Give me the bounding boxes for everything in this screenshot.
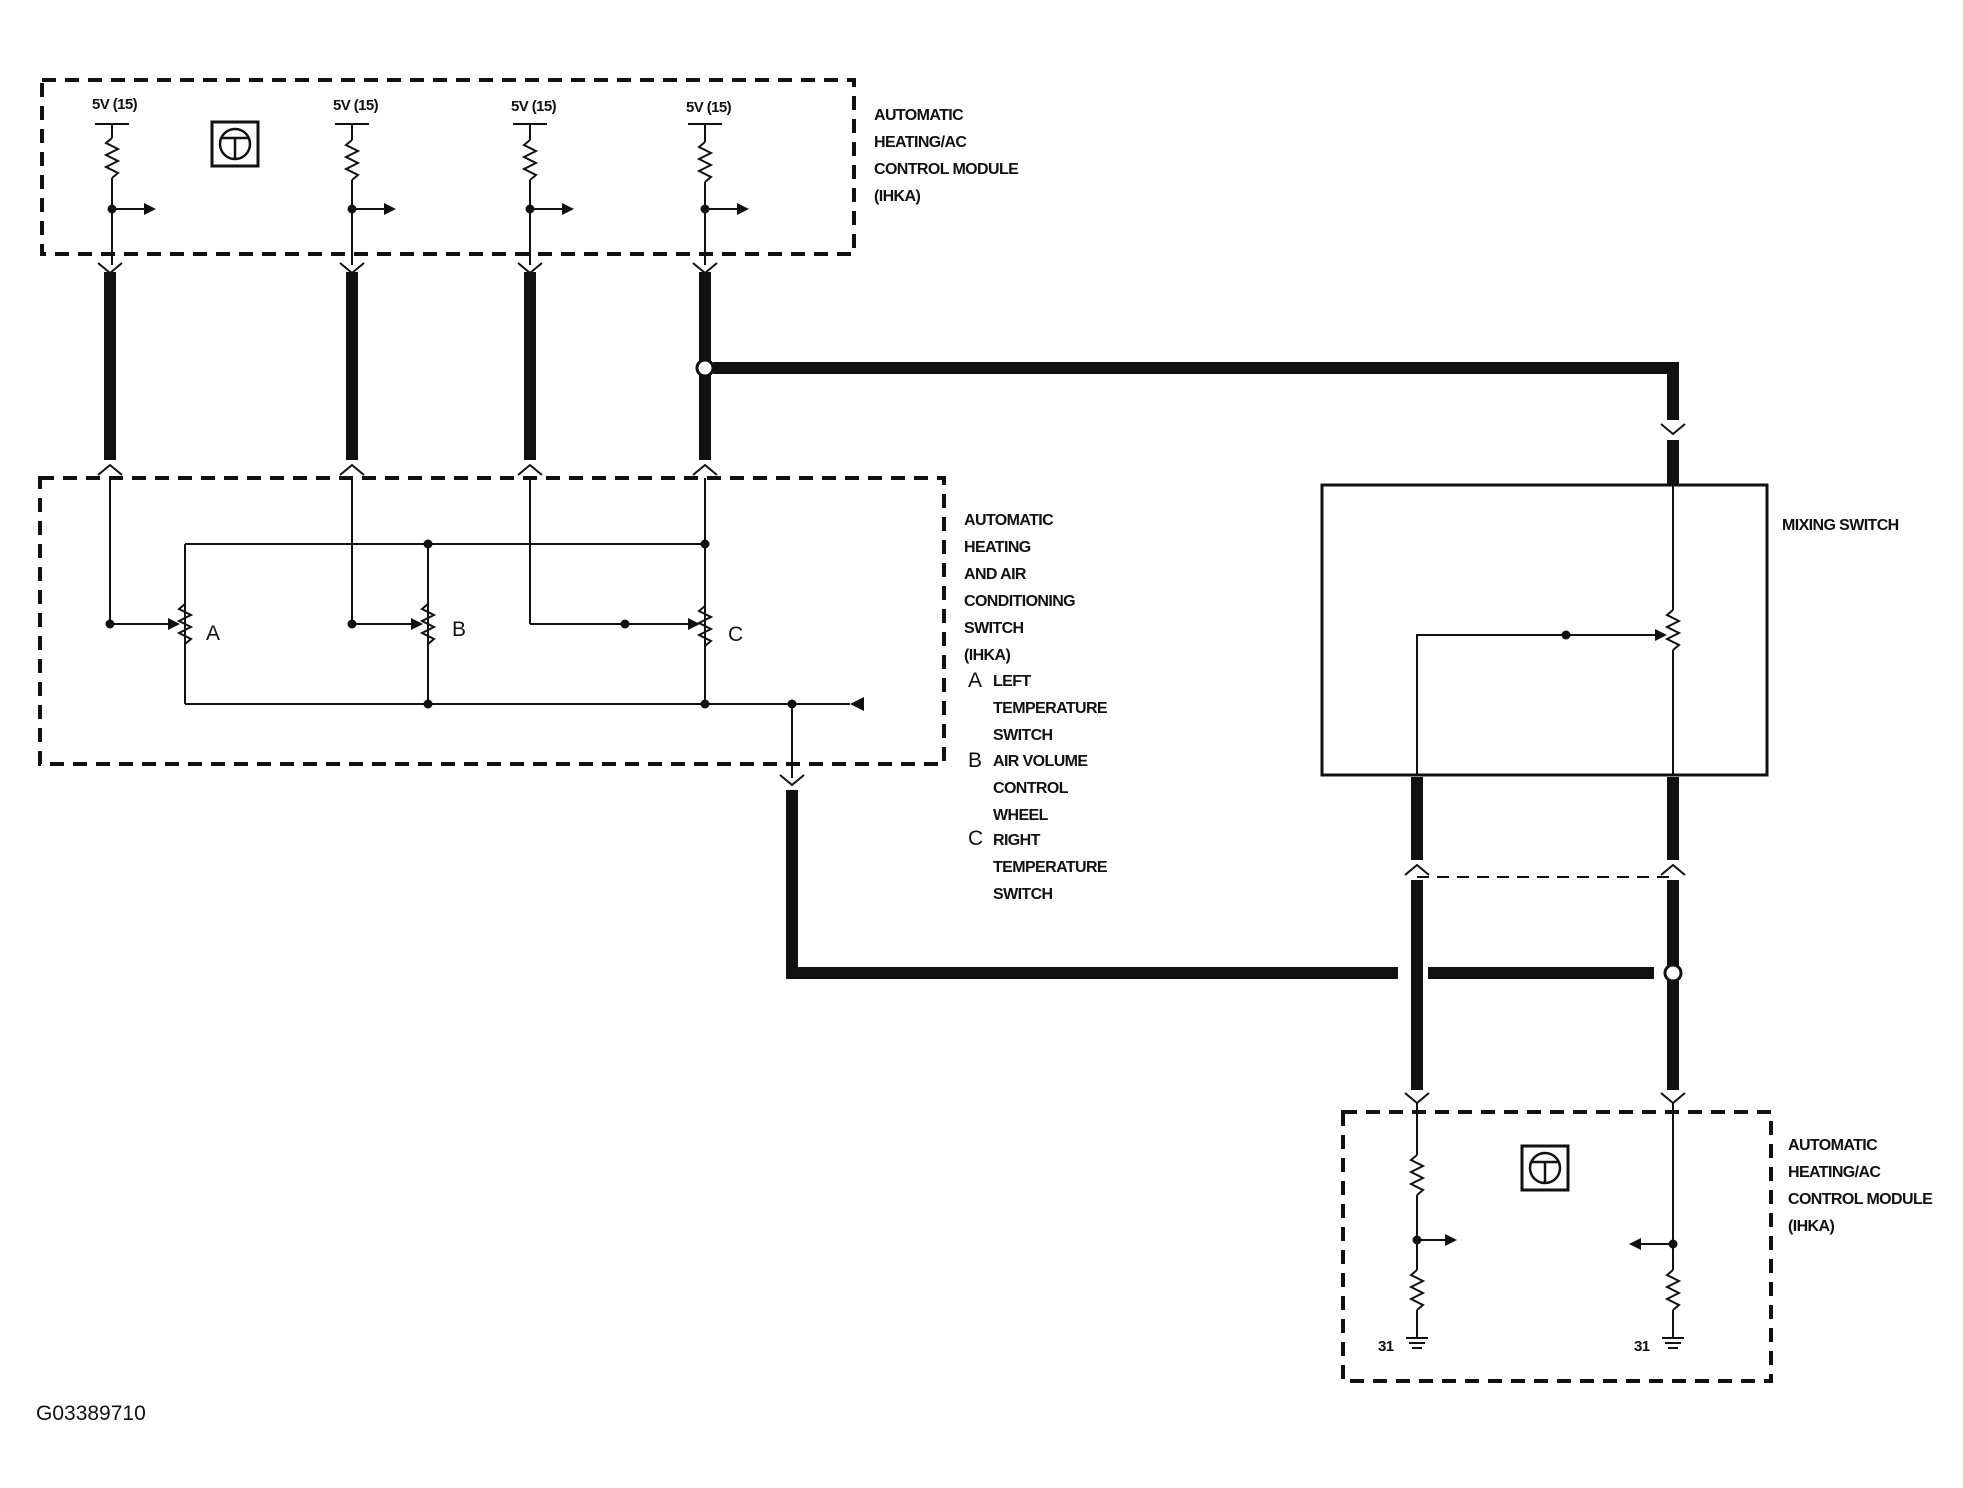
legend-text: LEFT TEMPERATURE SWITCH	[993, 673, 1111, 744]
legend-key: B	[968, 749, 982, 772]
module-bottom-title: AUTOMATIC HEATING/AC CONTROL MODULE (IHK…	[1788, 1137, 1936, 1235]
pot-letter-b: B	[452, 618, 466, 641]
switch-panel: A B C AUTOMATIC HEATING AND AIR CONDITIO…	[38, 476, 1654, 979]
potentiometer-c	[530, 605, 714, 647]
legend-text: RIGHT TEMPERATURE SWITCH	[993, 832, 1111, 903]
legend: A LEFT TEMPERATURE SWITCH B AIR VOLUME C…	[968, 669, 1111, 903]
mixing-switch-label: MIXING SWITCH	[1782, 517, 1899, 534]
switch-panel-title: AUTOMATIC HEATING AND AIR CONDITIONING S…	[964, 512, 1079, 664]
ground-label: 31	[1634, 1338, 1650, 1355]
supply-label: 5V (15)	[92, 96, 138, 113]
pot-letter-a: A	[206, 622, 220, 645]
pullup-channel	[95, 123, 156, 265]
harness-wires-bottom	[1404, 777, 1686, 1105]
potentiometer-b	[347, 603, 437, 645]
ground-label: 31	[1378, 1338, 1394, 1355]
pullup-channel	[335, 123, 396, 265]
control-unit-icon	[1520, 1144, 1570, 1192]
potentiometer-a	[105, 603, 194, 645]
supply-label: 5V (15)	[333, 97, 379, 114]
pot-letter-c: C	[728, 623, 743, 646]
module-bottom-boundary	[1341, 1110, 1773, 1383]
supply-label: 5V (15)	[511, 98, 557, 115]
pullup-channel	[513, 123, 574, 265]
module-top: 5V (15) 5V (15) 5V (15) 5V (15)	[40, 78, 1022, 265]
legend-text: AIR VOLUME CONTROL WHEEL	[993, 753, 1091, 824]
legend-key: C	[968, 827, 983, 850]
mixing-switch-body	[1320, 483, 1769, 777]
legend-key: A	[968, 669, 982, 692]
control-unit-icon	[210, 120, 260, 168]
mixing-switch: MIXING SWITCH	[1320, 483, 1899, 777]
switch-panel-boundary	[38, 476, 946, 766]
module-top-boundary	[40, 78, 856, 256]
module-bottom: 31 31 AUTOMATIC HEATING/AC CONTROL MODUL…	[1341, 1103, 1936, 1383]
module-top-title: AUTOMATIC HEATING/AC CONTROL MODULE (IHK…	[874, 107, 1022, 205]
pullup-channel	[688, 123, 749, 265]
supply-label: 5V (15)	[686, 99, 732, 116]
figure-id: G03389710	[36, 1402, 146, 1425]
harness-wires-top	[97, 262, 1686, 485]
